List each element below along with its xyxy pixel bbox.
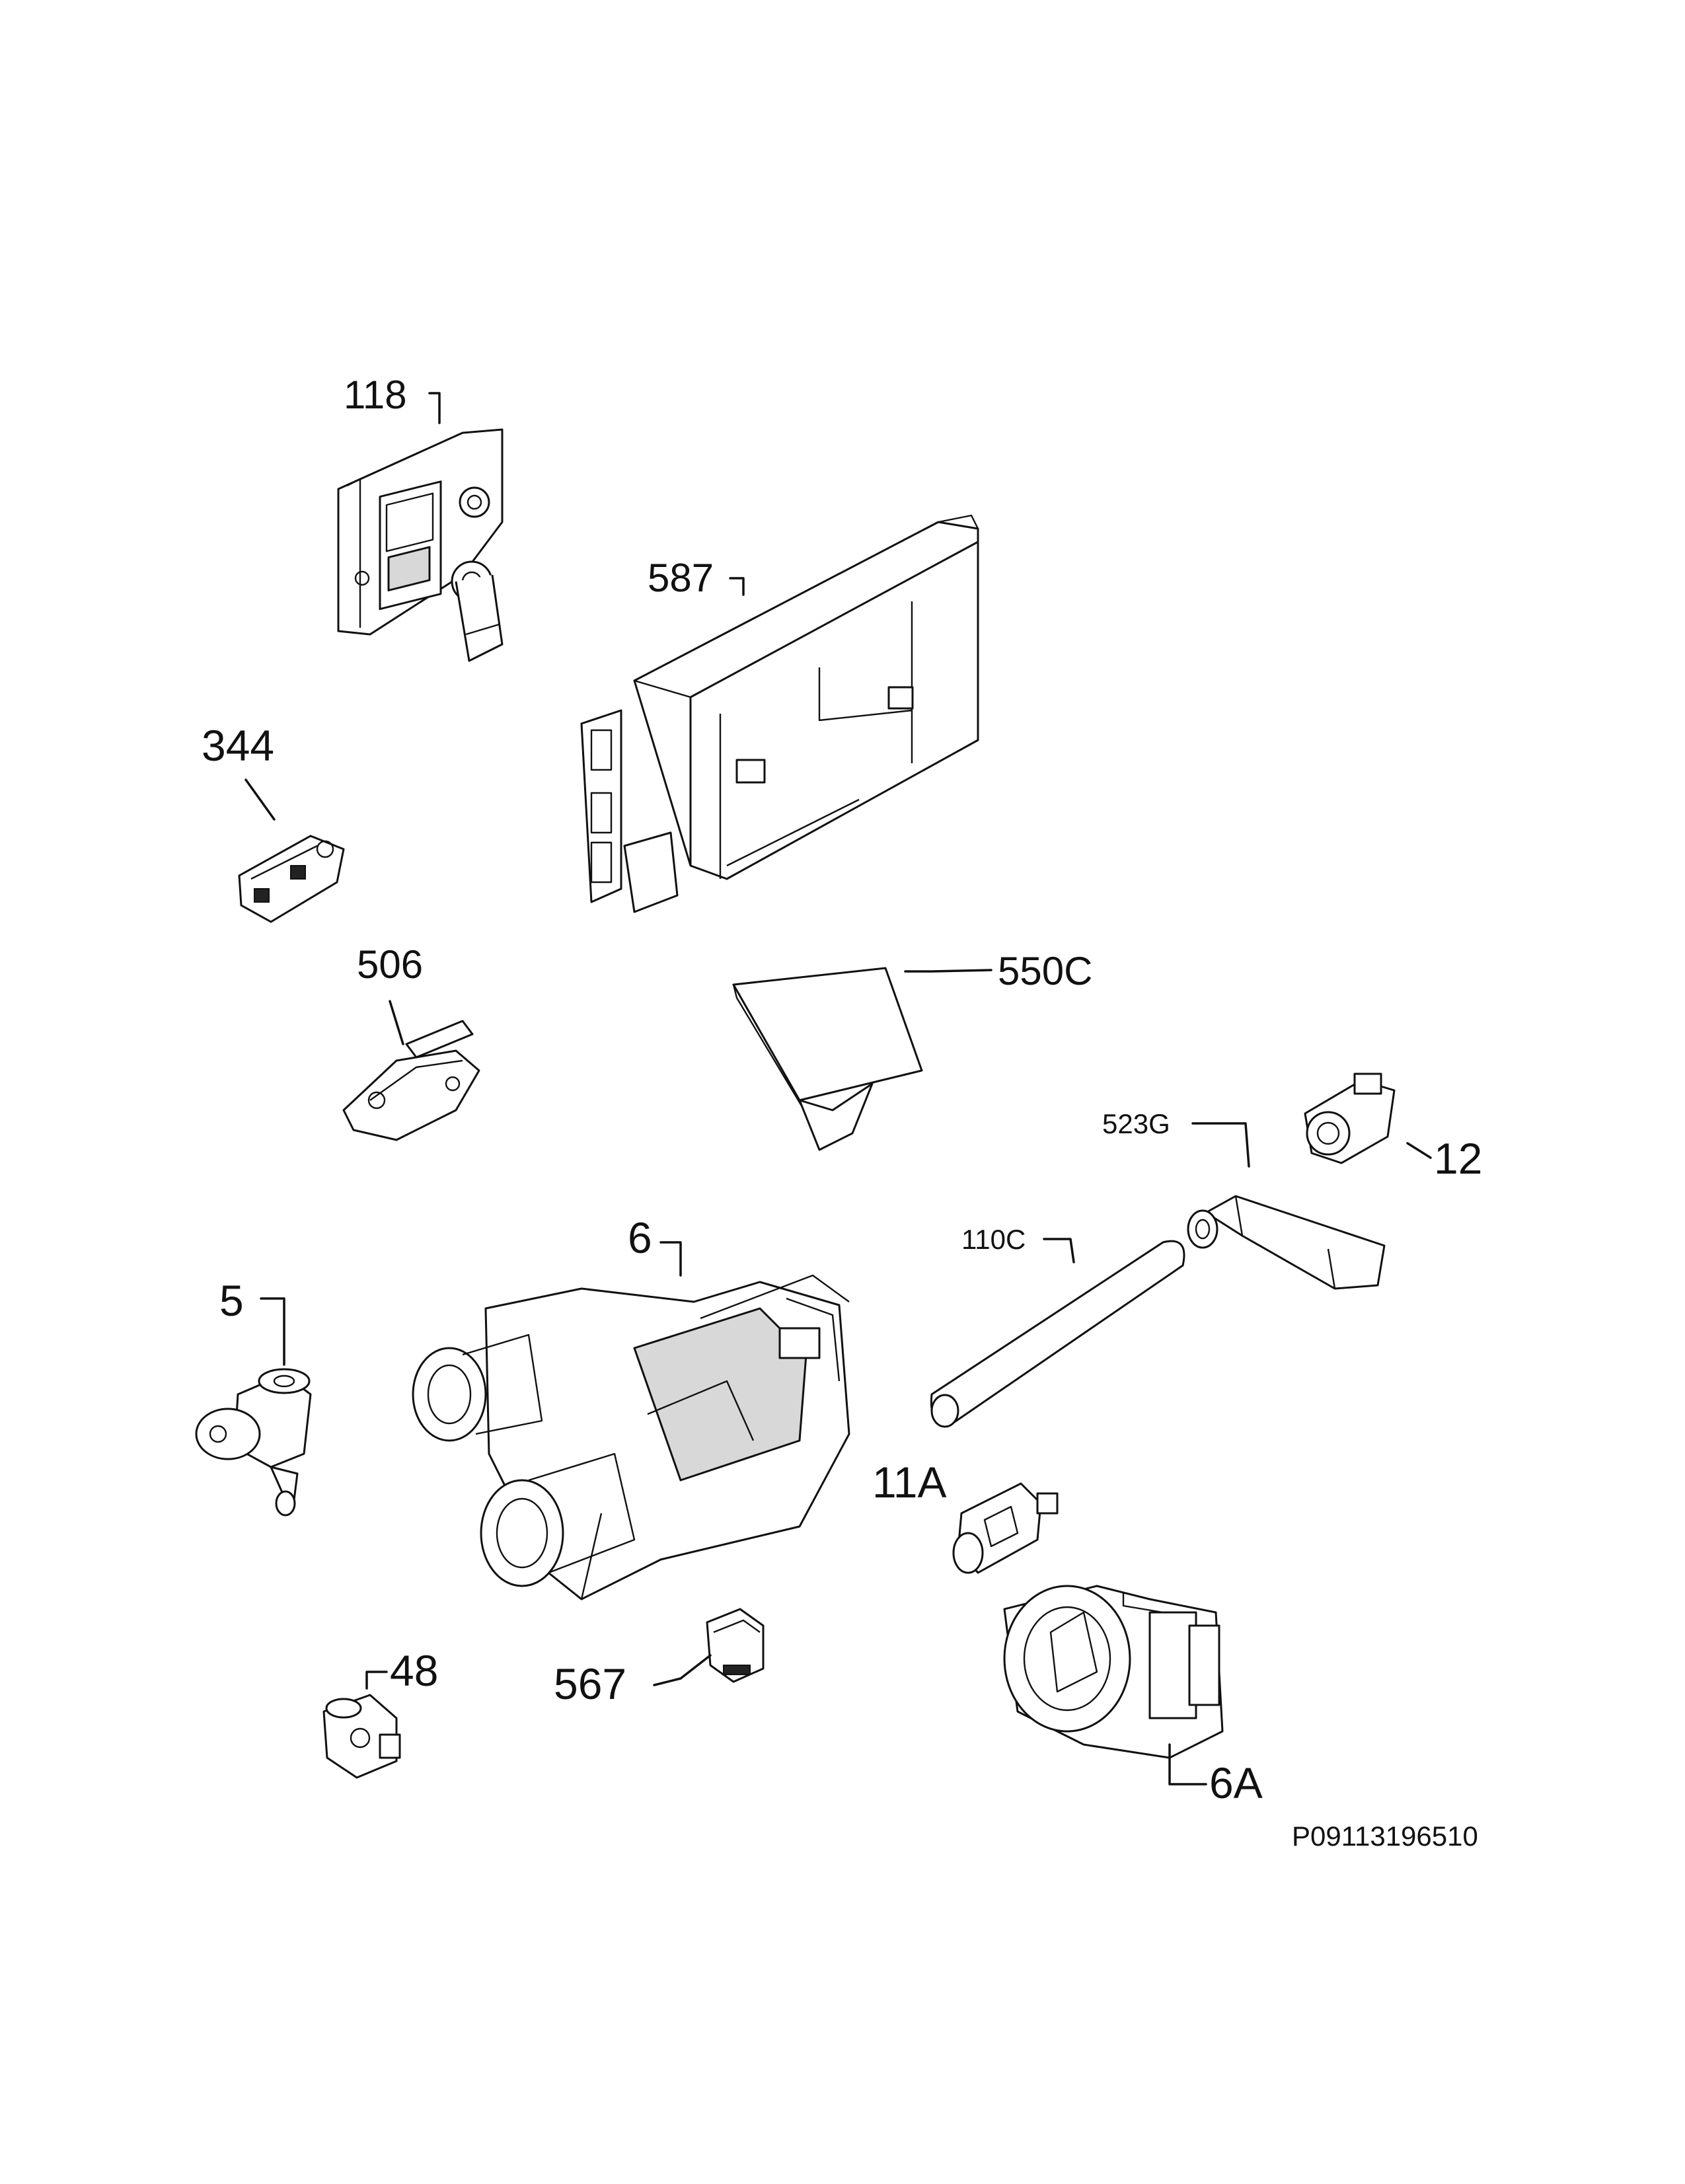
label-110c: 110C xyxy=(961,1224,1026,1255)
part-344-connector xyxy=(238,778,345,923)
label-6a: 6A xyxy=(1209,1758,1263,1807)
part-118-control-panel xyxy=(337,392,504,662)
label-344: 344 xyxy=(202,721,275,770)
label-11a: 11A xyxy=(872,1458,947,1507)
part-587-electronic-module xyxy=(580,514,979,913)
part-12-sensor xyxy=(1304,1073,1432,1164)
part-567-cap xyxy=(653,1608,765,1686)
label-523g: 523G xyxy=(1102,1108,1170,1139)
label-6: 6 xyxy=(628,1213,652,1262)
label-48: 48 xyxy=(390,1646,439,1695)
part-48-sensor xyxy=(322,1671,401,1779)
label-5: 5 xyxy=(219,1276,244,1325)
diagram-reference-code: P09113196510 xyxy=(1292,1821,1478,1852)
part-506-holder xyxy=(342,1000,480,1141)
part-6-pump-assembly xyxy=(412,1241,850,1600)
part-550c-cover xyxy=(732,967,992,1151)
label-550c: 550C xyxy=(998,949,1093,993)
part-5-inlet-valve xyxy=(195,1297,312,1517)
part-11a-motor xyxy=(952,1482,1059,1574)
part-110c-hose xyxy=(930,1238,1185,1428)
part-523g-fitting xyxy=(1187,1122,1386,1290)
label-567: 567 xyxy=(554,1659,627,1708)
label-12: 12 xyxy=(1434,1134,1483,1183)
label-587: 587 xyxy=(648,556,714,600)
label-506: 506 xyxy=(357,942,424,987)
label-118: 118 xyxy=(344,373,407,417)
part-6a-drain-pump xyxy=(1003,1585,1224,1786)
